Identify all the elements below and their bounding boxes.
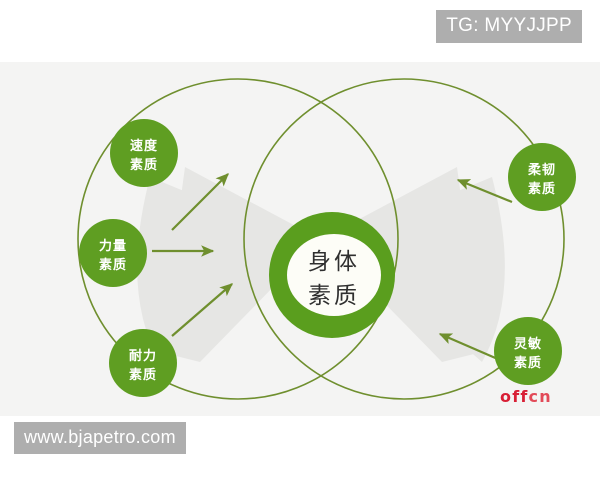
- offcn-logo: offcn: [500, 387, 552, 406]
- node-speed-circle: [110, 119, 178, 187]
- node-flexibility-label-line1: 柔韧: [527, 162, 556, 178]
- offcn-logo-off: off: [500, 387, 529, 406]
- flow-arrows: [152, 173, 513, 362]
- offcn-logo-cn: cn: [528, 387, 552, 406]
- node-endurance-label-line1: 耐力: [129, 348, 157, 364]
- node-speed-label-line1: 速度: [130, 138, 158, 154]
- node-flexibility-circle: [508, 143, 576, 211]
- node-agility-label-line2: 素质: [514, 355, 542, 371]
- node-strength-circle: [79, 219, 147, 287]
- arrow-speed-to-center: [171, 173, 229, 231]
- wedge-right: [342, 177, 505, 362]
- node-endurance-label-line2: 素质: [129, 367, 157, 383]
- watermark-top-right: TG: MYYJJPP: [436, 10, 582, 43]
- center-node-inner: [287, 234, 381, 316]
- node-speed-label-line2: 素质: [130, 157, 158, 173]
- center-node-label-line1: 身体: [308, 249, 360, 275]
- node-endurance-circle: [109, 329, 177, 397]
- node-agility[interactable]: 灵敏 素质: [494, 317, 562, 385]
- right-venn-circle: [243, 78, 565, 400]
- node-flexibility-label-line2: 素质: [528, 181, 556, 197]
- arrow-endurance-to-center: [171, 283, 233, 337]
- watermark-bottom-left: www.bjapetro.com: [14, 422, 186, 454]
- arrow-flexibility-to-center: [456, 178, 513, 204]
- node-speed[interactable]: 速度 素质: [110, 119, 178, 187]
- center-node-label-line2: 素质: [308, 283, 360, 309]
- node-strength[interactable]: 力量 素质: [79, 219, 147, 287]
- node-strength-label-line2: 素质: [99, 257, 127, 273]
- node-flexibility[interactable]: 柔韧 素质: [508, 143, 576, 211]
- node-endurance[interactable]: 耐力 素质: [109, 329, 177, 397]
- node-agility-label-line1: 灵敏: [514, 336, 542, 352]
- node-strength-label-line1: 力量: [99, 238, 127, 254]
- physical-fitness-diagram: 身体 素质 速度 素质 力量 素质 耐力 素质 柔韧 素质 灵敏 素质: [77, 78, 576, 400]
- center-node[interactable]: 身体 素质: [269, 212, 395, 338]
- node-agility-circle: [494, 317, 562, 385]
- arrow-agility-to-center: [438, 332, 501, 362]
- left-venn-circle: [77, 78, 399, 400]
